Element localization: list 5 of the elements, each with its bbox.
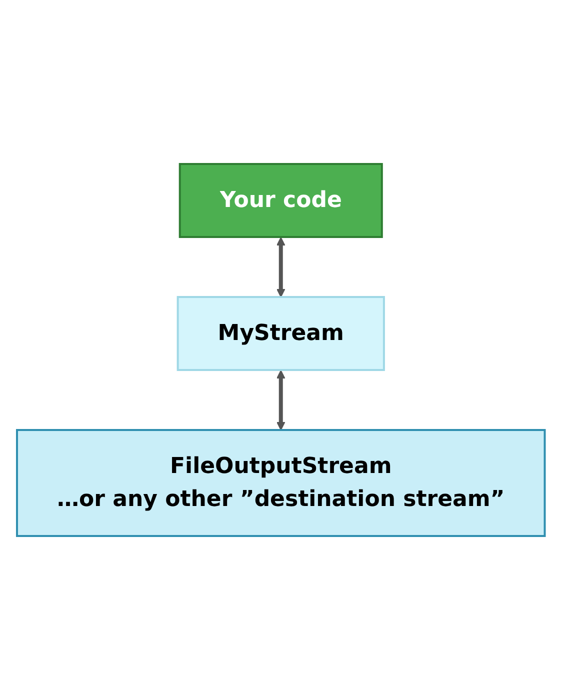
node-box: Your code [178,162,383,238]
arrow [276,370,285,430]
arrow [276,236,285,297]
node-box: FileOutputStream …or any other ”destination stream” [16,428,546,536]
node-box: MyStream [176,296,385,370]
